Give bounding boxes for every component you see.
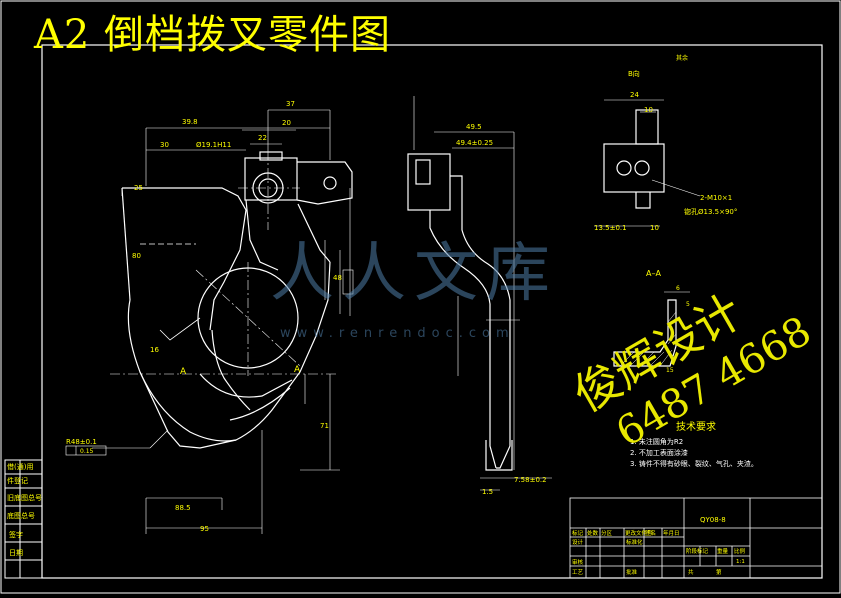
dim-10: 10 — [644, 106, 653, 114]
dim-5: 5 — [686, 301, 690, 308]
tb-cell: 分区 — [601, 529, 613, 537]
tb-sheet-total: 共 — [688, 568, 694, 576]
dim-10b: 10 — [650, 224, 659, 232]
tb-cell: 年月日 — [663, 529, 680, 537]
dim-13-5: 13.5±0.1 — [594, 224, 627, 232]
thread-callout: 2-M10×1 — [700, 194, 732, 202]
tb-weight: 重量 — [717, 547, 729, 555]
tb-standard: 标准化 — [626, 538, 643, 546]
side-dims — [413, 96, 552, 491]
title-block — [569, 497, 823, 579]
tb-sheet-no: 第 — [716, 568, 722, 576]
tech-req-line: 3. 铸件不得有砂眼、裂纹、气孔、夹渣。 — [630, 459, 758, 468]
tb-process: 工艺 — [572, 569, 584, 576]
dim-1-5: 1.5 — [482, 488, 493, 496]
dim-39-8: 39.8 — [182, 118, 198, 126]
dim-20: 20 — [282, 119, 291, 127]
dim-49-5: 49.5 — [466, 123, 482, 131]
site-watermark-url: www.renrendoc.com — [280, 326, 515, 341]
section-mark-a1: A — [180, 367, 187, 377]
view-b-label: B向 — [628, 69, 640, 78]
tb-scale: 比例 — [734, 547, 746, 555]
tb-design: 设计 — [572, 538, 584, 546]
side-dim-texts: 49.5 49.4±0.25 7.58±0.2 1.5 — [456, 123, 547, 496]
hub-outline — [244, 157, 298, 201]
strip-label: 旧底图总号 — [7, 493, 42, 502]
dim-80: 80 — [132, 252, 141, 260]
dim-16: 16 — [150, 346, 159, 354]
dim-30: 30 — [160, 141, 169, 149]
section-aa: A–A 6 5 15 — [613, 269, 690, 374]
title-block-texts: QY08-8 标记 处数 分区 更改文件号 签名 年月日 设计 标准化 审核 工… — [572, 516, 746, 576]
tolerance-value: 0.15 — [80, 448, 94, 455]
view-b-texts: B向 24 10 2-M10×1 锪孔Ø13.5×90° 13.5±0.1 10… — [594, 54, 737, 232]
dim-7-58: 7.58±0.2 — [514, 476, 547, 484]
tb-cell: 签名 — [645, 529, 656, 537]
section-mark-a2: A — [294, 365, 301, 375]
main-dim-texts: 37 39.8 20 22 30 Ø19.1H11 25 88.5 95 48 … — [132, 100, 342, 533]
tb-approve: 批准 — [626, 568, 638, 576]
dim-hole: Ø19.1H11 — [196, 141, 231, 149]
r48-callout: R48±0.1 0.15 — [65, 429, 169, 456]
main-view — [121, 151, 353, 449]
centerlines — [110, 150, 338, 376]
tb-cell: 标记 — [572, 529, 584, 537]
tech-req-line: 2. 不加工表面涂漆 — [630, 448, 688, 457]
side-view — [407, 153, 513, 471]
inner-border — [41, 44, 823, 579]
strip-label: 签字 — [9, 530, 23, 539]
drawing-number: QY08-8 — [700, 516, 726, 524]
strip-label: 件登记 — [7, 476, 28, 485]
dim-88-5: 88.5 — [175, 504, 191, 512]
strip-label: 日期 — [9, 549, 23, 557]
dim-24: 24 — [630, 91, 639, 99]
tb-review: 审核 — [572, 558, 584, 566]
dim-6: 6 — [676, 285, 680, 292]
tech-req-line: 1. 未注圆角为R2 — [630, 437, 683, 446]
tb-stage: 阶段标记 — [686, 547, 709, 555]
dim-r48: R48±0.1 — [66, 438, 97, 446]
strip-label: 底图总号 — [7, 511, 35, 520]
tech-req-heading: 技术要求 — [676, 420, 716, 433]
dim-37: 37 — [286, 100, 295, 108]
dim-95: 95 — [200, 525, 209, 533]
tb-scale-value: 1:1 — [736, 559, 745, 565]
section-aa-label: A–A — [646, 269, 661, 278]
roughness-note: 其余 — [676, 54, 688, 62]
dim-48: 48 — [333, 274, 342, 282]
dim-15: 15 — [666, 367, 674, 374]
dim-71: 71 — [320, 422, 329, 430]
thread-depth: 锪孔Ø13.5×90° — [684, 207, 737, 216]
view-b — [594, 99, 701, 227]
tech-requirements: 技术要求 1. 未注圆角为R2 2. 不加工表面涂漆 3. 铸件不得有砂眼、裂纹… — [630, 420, 758, 468]
left-strip: 借(通)用 件登记 旧底图总号 底图总号 签字 日期 — [4, 459, 43, 579]
main-dims — [121, 109, 354, 534]
strip-label: 借(通)用 — [7, 462, 33, 471]
dim-49-4: 49.4±0.25 — [456, 139, 493, 147]
dim-22: 22 — [258, 134, 267, 142]
sheet-title: A2 倒档拨叉零件图 — [34, 12, 392, 58]
dim-25: 25 — [134, 184, 143, 192]
tb-cell: 处数 — [587, 529, 599, 537]
site-watermark-name: 人人文库 — [270, 237, 558, 311]
tb-cell: 更改文件号 — [625, 529, 653, 537]
